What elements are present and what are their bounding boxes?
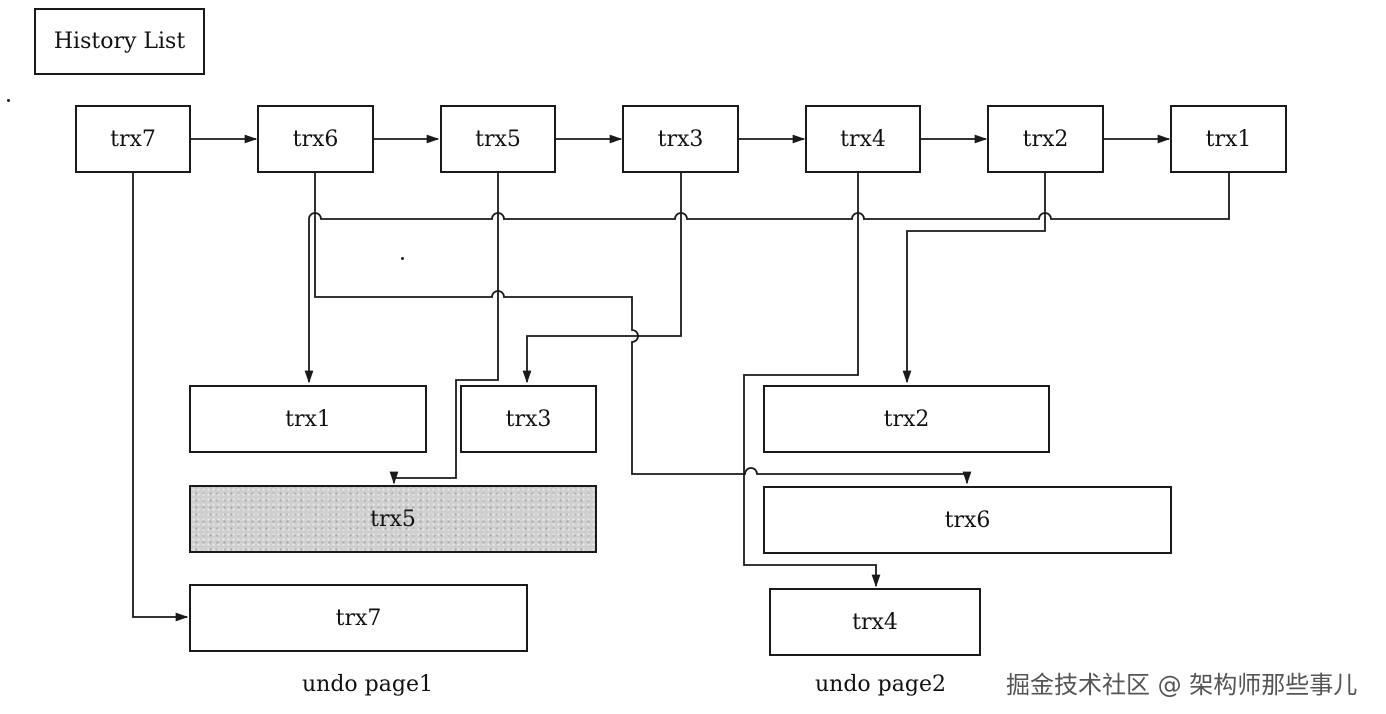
history-node-trx3: trx3	[622, 105, 739, 173]
pointer-trx7	[132, 172, 189, 622]
history-node-trx2: trx2	[987, 105, 1104, 173]
undo-page2-record-trx4: trx4	[769, 588, 981, 656]
undo-page2-record-trx2: trx2	[763, 385, 1050, 453]
scan-speck	[7, 99, 10, 102]
undo-page2-record-trx6: trx6	[763, 486, 1172, 554]
history-node-trx1: trx1	[1170, 105, 1287, 173]
pointer-trx1	[304, 172, 1230, 384]
undo-page1-record-trx1: trx1	[189, 385, 427, 453]
pointer-trx4	[743, 172, 881, 588]
pointer-trx3	[522, 172, 682, 384]
undo-page1-record-trx5-purged: trx5	[189, 485, 597, 553]
history-node-trx5: trx5	[440, 105, 556, 173]
undo-page2-caption: undo page2	[815, 672, 946, 697]
pointer-trx2	[902, 172, 1046, 384]
undo-page1-record-trx7: trx7	[189, 584, 528, 652]
watermark: 掘金技术社区 @ 架构师那些事儿	[1006, 671, 1358, 699]
undo-page1-caption: undo page1	[302, 672, 433, 697]
undo-page1-record-trx3: trx3	[460, 385, 597, 453]
history-node-trx4: trx4	[805, 105, 921, 173]
scan-speck	[401, 257, 404, 260]
pointer-trx5	[389, 172, 499, 485]
history-node-trx6: trx6	[257, 105, 374, 173]
history-list-title: History List	[34, 8, 205, 75]
history-node-trx7: trx7	[75, 105, 191, 173]
